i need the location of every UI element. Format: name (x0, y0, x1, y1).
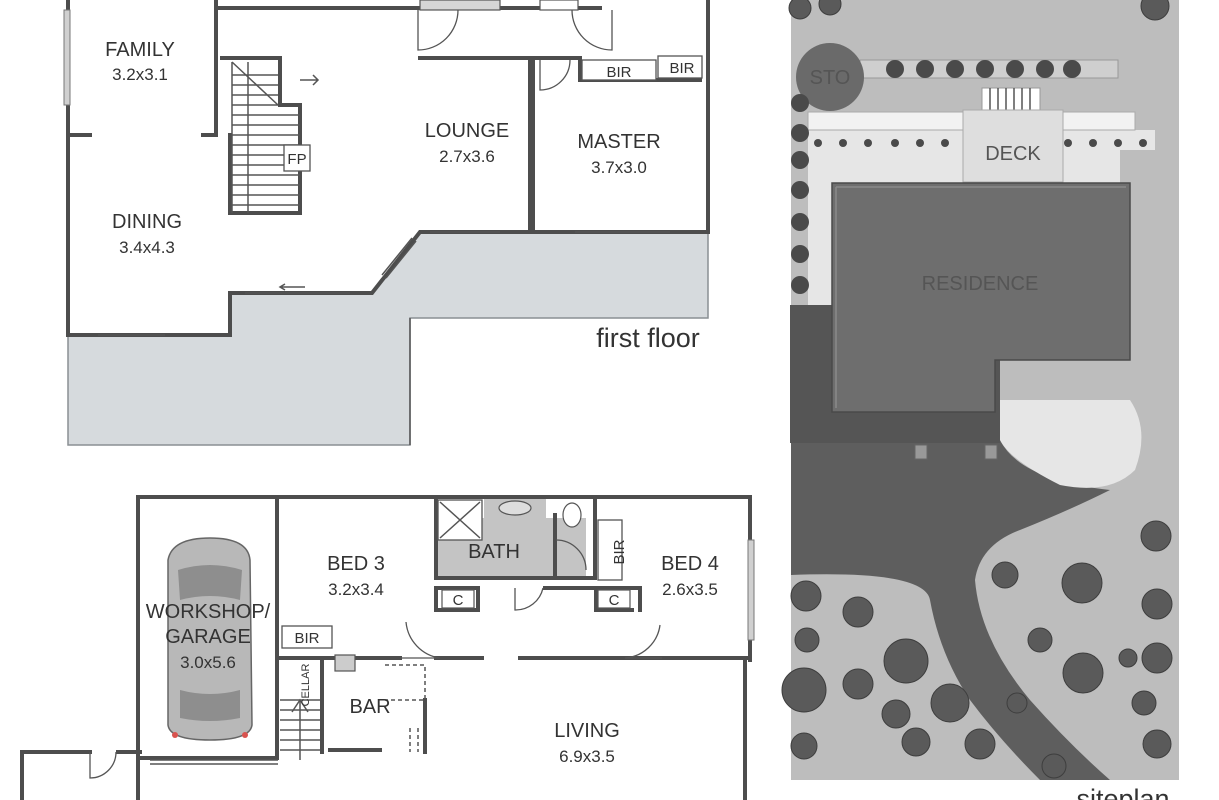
room-name-bed4: BED 4 (661, 553, 719, 575)
deck-label: DECK (985, 143, 1041, 165)
first-floor-plan: FP BIR BIR FAMILY 3.2x3.1 LOUNGE 2.7x3.6… (63, 0, 710, 446)
room-name-bed3: BED 3 (327, 553, 385, 575)
shed-sto (796, 43, 864, 111)
residence-label: RESIDENCE (922, 273, 1039, 295)
room-name-lounge: LOUNGE (425, 120, 509, 142)
residence-roof (831, 182, 1131, 413)
room-dim-garage: 3.0x5.6 (180, 653, 236, 672)
room-name-bar: BAR (349, 696, 390, 718)
cupboard-label-2: C (609, 592, 620, 609)
ground-floor-plan: BIR C C BIR CELLAR WORKSHOP/ GARAGE 3 (20, 495, 755, 800)
first-floor-caption: first floor (596, 323, 700, 353)
site-deck (962, 109, 1064, 183)
room-dim-master: 3.7x3.0 (591, 158, 647, 177)
fireplace-label: FP (287, 151, 306, 168)
room-dim-bed3: 3.2x3.4 (328, 580, 384, 599)
trees (781, 0, 1173, 779)
room-name-dining: DINING (112, 211, 182, 233)
room-dim-bed4: 2.6x3.5 (662, 580, 718, 599)
room-dim-family: 3.2x3.1 (112, 65, 168, 84)
room-name-master: MASTER (577, 131, 660, 153)
room-dim-living: 6.9x3.5 (559, 747, 615, 766)
bir-label-2: BIR (669, 60, 694, 77)
car-icon (167, 537, 253, 741)
siteplan-caption: siteplan (1076, 784, 1169, 800)
bir-bed3-label: BIR (294, 630, 319, 647)
room-name-living: LIVING (554, 720, 620, 742)
room-dim-dining: 3.4x4.3 (119, 238, 175, 257)
cellar-label: CELLAR (300, 664, 312, 707)
room-name-bath: BATH (468, 541, 520, 563)
bir-bed4-label: BIR (611, 539, 628, 564)
bir-label-1: BIR (606, 64, 631, 81)
site-plan: DECK RESIDENCE STO siteplan (781, 0, 1179, 800)
room-name-garage-1: WORKSHOP/ (146, 601, 271, 623)
room-name-garage-2: GARAGE (165, 626, 251, 648)
cupboard-label-1: C (453, 592, 464, 609)
stairs-icon (231, 61, 320, 213)
cellar-stairs-icon (280, 698, 320, 760)
hedge-row (791, 60, 1147, 294)
room-dim-lounge: 2.7x3.6 (439, 147, 495, 166)
driveway (791, 440, 1110, 780)
ground-floor-walls (20, 495, 752, 800)
sto-label: STO (810, 67, 851, 89)
room-name-family: FAMILY (105, 39, 175, 61)
